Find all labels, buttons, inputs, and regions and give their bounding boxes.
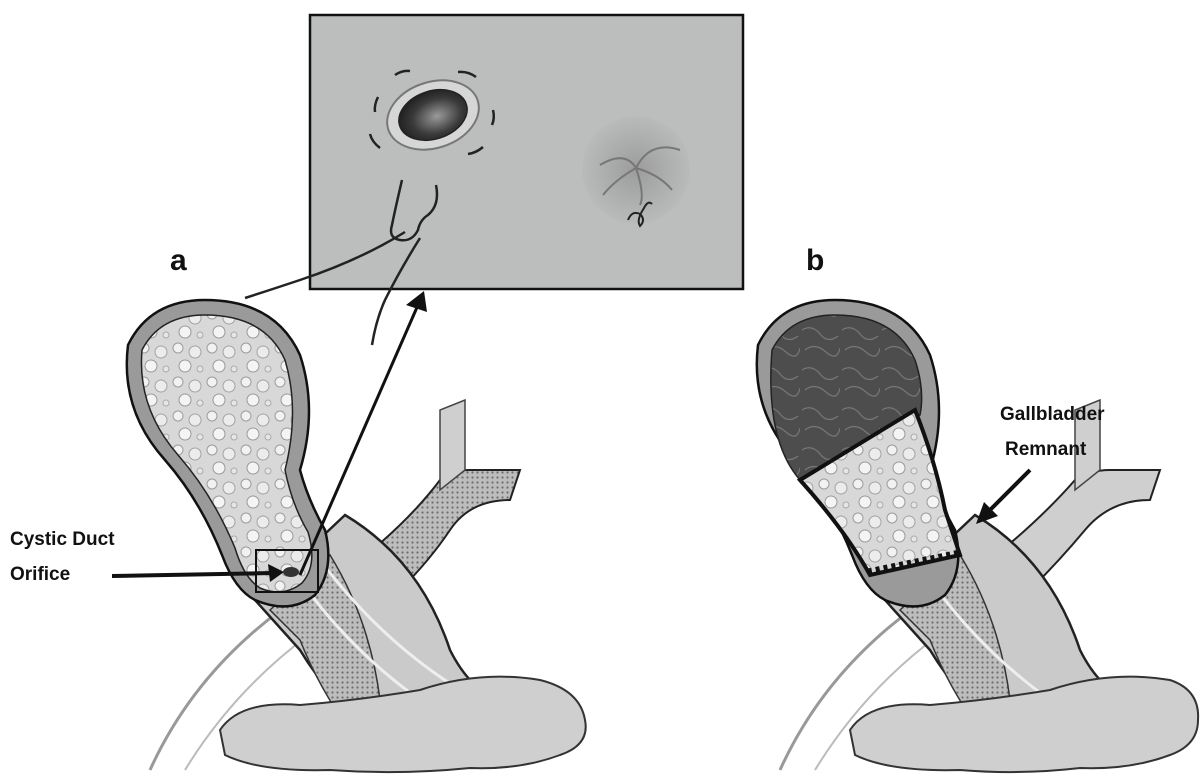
inset-panel [245,15,743,345]
panel-b-illustration: b Gallbladder Remnant [757,244,1198,772]
gallbladder-remnant-label-line2: Remnant [1005,439,1087,460]
gallbladder-remnant-label-line1: Gallbladder [1000,404,1105,425]
panel-b-letter: b [806,244,824,277]
remnant-pointer-arrow [990,470,1030,510]
cystic-duct-label-line2: Orifice [10,564,70,585]
cystic-duct-label-line1: Cystic Duct [10,529,115,550]
cystic-duct-orifice [283,567,299,577]
panel-a-illustration: a Cystic Duct Orifice [10,244,586,772]
panel-a-letter: a [170,244,187,277]
